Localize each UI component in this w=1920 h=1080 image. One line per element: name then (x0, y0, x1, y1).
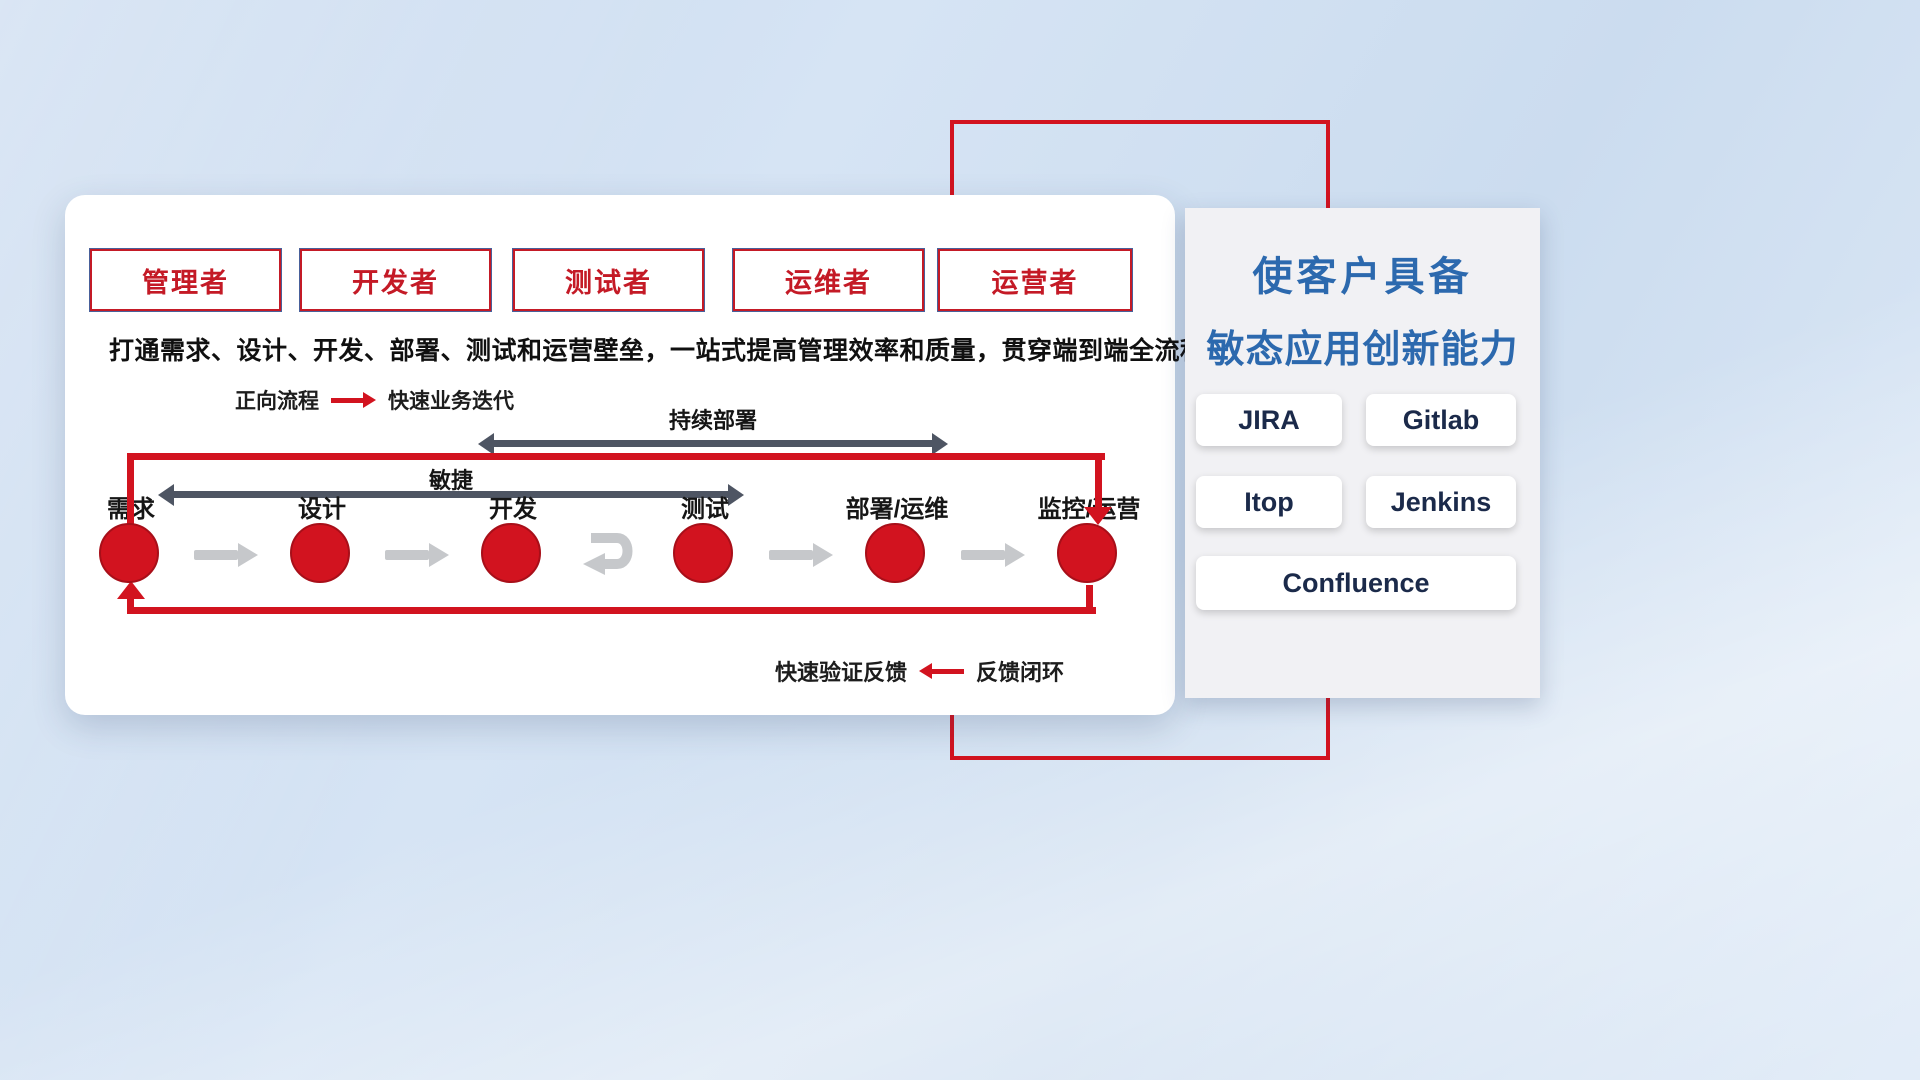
tool-gitlab: Gitlab (1366, 394, 1516, 446)
iteration-loop-arrow-icon (583, 533, 633, 575)
tool-jira: JIRA (1196, 394, 1342, 446)
capability-panel: 使客户具备 敏态应用创新能力 JIRA Gitlab Itop Jenkins … (1185, 208, 1540, 698)
stage-node-testing (673, 523, 733, 583)
red-loop-bottom-right-vertical (1086, 585, 1093, 614)
feedback-arrow-icon (919, 663, 965, 679)
connector-arrow-icon (961, 543, 1025, 567)
panel-title-line2: 敏态应用创新能力 (1206, 329, 1519, 371)
role-box-operation: 运营者 (938, 249, 1132, 311)
feedback-legend: 快速验证反馈 反馈闭环 (775, 655, 1064, 687)
role-box-manager: 管理者 (90, 249, 281, 311)
flow-description: 打通需求、设计、开发、部署、测试和运营壁垒，一站式提高管理效率和质量，贯穿端到端… (109, 337, 1206, 365)
forward-legend-value: 快速业务迭代 (388, 390, 514, 413)
role-box-developer: 开发者 (300, 249, 491, 311)
role-box-tester: 测试者 (513, 249, 704, 311)
feedback-legend-label: 快速验证反馈 (775, 660, 908, 685)
devops-flow-card: 管理者 开发者 测试者 运维者 运营者 打通需求、设计、开发、部署、测试和运营壁… (65, 195, 1206, 715)
red-loop-up-arrowhead (117, 581, 145, 599)
connector-arrow-icon (194, 543, 258, 567)
tool-jenkins: Jenkins (1366, 476, 1516, 528)
role-box-operator: 运维者 (733, 249, 924, 311)
forward-legend-label: 正向流程 (235, 390, 319, 413)
stage-label-deploy-ops: 部署/运维 (845, 496, 949, 523)
cd-label: 持续部署 (668, 408, 757, 433)
tool-itop: Itop (1196, 476, 1342, 528)
cd-double-arrow (493, 440, 933, 447)
stage-label-testing: 测试 (681, 496, 729, 523)
forward-legend: 正向流程 快速业务迭代 (235, 385, 514, 415)
connector-arrow-icon (385, 543, 449, 567)
red-loop-bottom-horizontal (127, 607, 1096, 614)
agile-label: 敏捷 (428, 468, 473, 493)
connector-arrow-icon (769, 543, 833, 567)
red-loop-down-arrowhead (1084, 507, 1112, 525)
feedback-legend-value: 反馈闭环 (976, 660, 1065, 685)
stage-label-design: 设计 (298, 496, 346, 523)
red-loop-top-right-vertical (1095, 453, 1102, 509)
red-loop-top-horizontal (127, 453, 1105, 460)
stage-label-development: 开发 (489, 496, 537, 523)
stage-node-monitor-ops (1057, 523, 1117, 583)
forward-arrow-icon (331, 392, 376, 408)
stage-node-requirements (99, 523, 159, 583)
red-loop-top-left-vertical (127, 453, 134, 527)
tool-confluence: Confluence (1196, 556, 1516, 610)
red-loop-bottom-left-vertical (127, 599, 134, 614)
stage-node-design (290, 523, 350, 583)
stage-node-deploy-ops (865, 523, 925, 583)
agile-double-arrow (173, 491, 729, 498)
panel-title-line1: 使客户具备 (1252, 255, 1473, 299)
stage-node-development (481, 523, 541, 583)
